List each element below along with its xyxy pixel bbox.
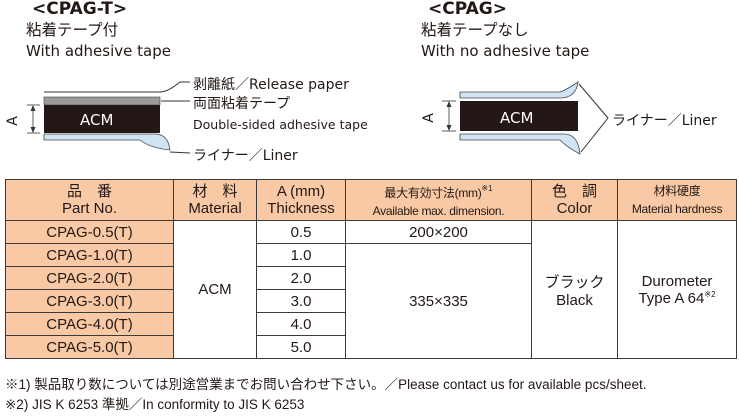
top-liner-layer xyxy=(459,81,579,99)
acm-core-layer xyxy=(44,105,160,133)
dimension-cell: 335×335 xyxy=(345,243,532,359)
cpag-t-liner-label: ライナー／Liner xyxy=(193,148,298,164)
release-paper-label: 剥離紙／Release paper xyxy=(193,77,349,93)
footnote-1: ※1) 製品取り数については別途営業までお問い合わせ下さい。／Please co… xyxy=(5,377,647,392)
cpag-subtitle: 粘着テープなし xyxy=(421,21,529,39)
table-row: CPAG-5.0(T) 5.0 xyxy=(5,335,737,359)
part-no-cell: CPAG-0.5(T) xyxy=(5,220,174,244)
acm-core-layer xyxy=(460,101,578,131)
cpag-t-subtitle: 粘着テープ付 xyxy=(26,21,119,39)
liner-leader-bottom xyxy=(580,117,609,153)
part-no-cell: CPAG-1.0(T) xyxy=(5,243,174,267)
thickness-cell: 3.0 xyxy=(256,289,346,313)
cpag-english: With no adhesive tape xyxy=(421,42,590,60)
thickness-cell: 2.0 xyxy=(256,266,346,290)
material-cell: ACM xyxy=(173,220,257,359)
table-row: CPAG-3.0(T) 3.0 xyxy=(5,289,737,313)
release-paper-layer xyxy=(44,81,181,93)
tape-label-jp: 両面粘着テープ xyxy=(193,96,291,112)
thickness-cell: 4.0 xyxy=(256,312,346,336)
cpag-t-title: <CPAG-T> xyxy=(32,0,128,19)
thickness-cell: 5.0 xyxy=(256,335,346,359)
liner-layer xyxy=(43,133,171,151)
bottom-liner-layer xyxy=(459,133,581,155)
cpag-dim-letter: A xyxy=(420,113,437,123)
footnote-2: ※2) JIS K 6253 準拠／In conformity to JIS K… xyxy=(5,397,305,412)
cpag-t-layer-diagram xyxy=(27,81,191,154)
header-thickness: A (mm)Thickness xyxy=(256,179,346,221)
table-row: CPAG-4.0(T) 4.0 xyxy=(5,312,737,336)
table-row: CPAG-2.0(T) 2.0 xyxy=(5,266,737,290)
part-no-cell: CPAG-5.0(T) xyxy=(5,335,174,359)
thickness-cell: 0.5 xyxy=(256,220,346,244)
cpag-liner-label: ライナー／Liner xyxy=(612,113,717,129)
thickness-cell: 1.0 xyxy=(256,243,346,267)
part-no-cell: CPAG-4.0(T) xyxy=(5,312,174,336)
liner-leader xyxy=(169,151,191,154)
cpag-t-english: With adhesive tape xyxy=(26,42,171,60)
adhesive-tape-layer xyxy=(43,96,161,106)
cpag-core-label: ACM xyxy=(500,109,534,127)
tape-label-en: Double-sided adhesive tape xyxy=(193,117,368,132)
cpag-title: <CPAG> xyxy=(428,0,507,19)
cpag-layer-diagram xyxy=(442,81,609,155)
dimension-cell: 200×200 xyxy=(345,220,532,244)
cpag-t-core-label: ACM xyxy=(80,111,114,129)
part-no-cell: CPAG-3.0(T) xyxy=(5,289,174,313)
table-row: CPAG-1.0(T) 1.0 335×335 xyxy=(5,243,737,359)
cpag-t-dim-letter: A xyxy=(4,116,21,126)
liner-leader-top xyxy=(578,83,609,119)
part-no-cell: CPAG-2.0(T) xyxy=(5,266,174,290)
